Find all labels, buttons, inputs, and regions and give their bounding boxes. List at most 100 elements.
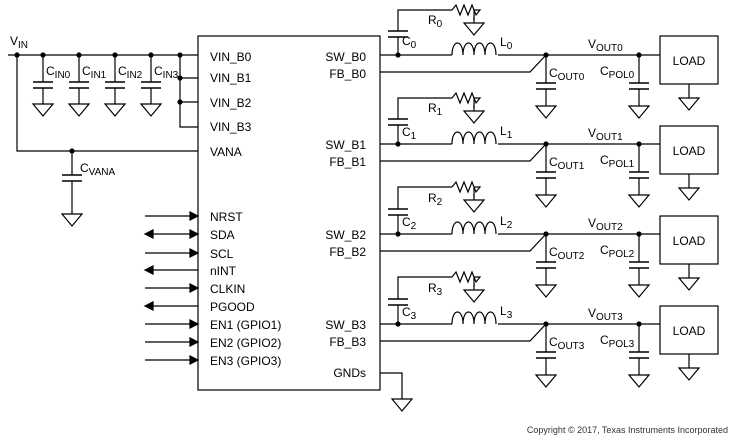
pin-sda: SDA — [210, 228, 235, 242]
vout0-label-sub: OUT0 — [596, 43, 623, 54]
vin-label-main: V — [10, 34, 18, 48]
cin0-label-sub: IN0 — [55, 70, 71, 81]
pin-en3: EN3 (GPIO3) — [210, 354, 281, 368]
c2-label: C2 — [402, 215, 417, 232]
copyright-notice: Copyright © 2017, Texas Instruments Inco… — [527, 425, 728, 435]
r2-label-main: R — [428, 191, 437, 205]
pin-fb-b1: FB_B1 — [329, 155, 366, 169]
pin-scl: SCL — [210, 247, 234, 261]
c3-label: C3 — [402, 305, 417, 322]
cpol1-label: CPOL1 — [600, 153, 635, 170]
load-2-label: LOAD — [673, 234, 706, 248]
phase-0: R0 C0 L0 VOUT0 COUT0 CPOL0 LOAD — [380, 3, 719, 119]
r3-label-main: R — [428, 281, 437, 295]
vout1-label: VOUT1 — [588, 126, 623, 143]
vout0-label-main: V — [588, 37, 596, 51]
load-1-label: LOAD — [673, 144, 706, 158]
phase-1: R1 C1 L1 VOUT1 COUT1 CPOL1 LOAD — [380, 91, 719, 208]
l3-label: L3 — [500, 304, 513, 321]
cout0-label: COUT0 — [549, 66, 585, 83]
cin2-label-main: C — [118, 64, 127, 78]
vin-b1-node-dot — [177, 75, 183, 81]
pin-fb-b3: FB_B3 — [329, 335, 366, 349]
cout3-label-sub: OUT3 — [558, 341, 585, 352]
pin-fb-b0: FB_B0 — [329, 67, 366, 81]
load-3-label: LOAD — [673, 324, 706, 338]
cvana-capacitor: CVANA — [61, 161, 115, 227]
io-pin-labels: NRST SDA SCL nINT CLKIN PGOOD EN1 (GPIO1… — [210, 210, 281, 368]
r2-label-sub: 2 — [437, 197, 443, 208]
r1-label-main: R — [428, 101, 437, 115]
cin0-label: CIN0 — [46, 64, 71, 81]
left-pin-labels: VIN_B0 VIN_B1 VIN_B2 VIN_B3 VANA — [210, 50, 252, 159]
cout2-label: COUT2 — [549, 245, 585, 262]
vana-node-dot — [69, 148, 75, 154]
vin-label: VIN — [10, 34, 28, 51]
pin-nrst: NRST — [210, 210, 243, 224]
pin-sw-b3: SW_B3 — [325, 318, 366, 332]
phase-3: R3 C3 L3 VOUT3 COUT3 CPOL3 LOAD — [380, 270, 719, 388]
cout0-label-sub: OUT0 — [558, 72, 585, 83]
vin-b0-node-dot — [177, 52, 183, 58]
vout0-label: VOUT0 — [588, 37, 623, 54]
c3-label-main: C — [402, 305, 411, 319]
cpol1-label-main: C — [600, 153, 609, 167]
load-0 — [659, 35, 719, 85]
cin0-label-main: C — [46, 64, 55, 78]
load-0-label: LOAD — [673, 54, 706, 68]
l2-label-sub: 2 — [507, 220, 513, 231]
c0-label: C0 — [402, 34, 417, 51]
pin-vin-b1: VIN_B1 — [210, 71, 252, 85]
pin-sw-b0: SW_B0 — [325, 50, 366, 64]
cvana-label: CVANA — [80, 161, 115, 178]
cpol3-label-sub: POL3 — [609, 339, 635, 350]
l0-label-main: L — [500, 35, 507, 49]
r1-label: R1 — [428, 101, 443, 118]
cpol0-label-sub: POL0 — [609, 70, 635, 81]
cin2-capacitor: CIN2 — [104, 55, 143, 117]
phase-2: R2 C2 L2 VOUT2 COUT2 CPOL2 LOAD — [380, 180, 719, 298]
pin-pgood: PGOOD — [210, 300, 255, 314]
cout1-label-sub: OUT1 — [558, 161, 585, 172]
pin-gnds: GNDs — [333, 366, 366, 380]
cvana-label-main: C — [80, 161, 89, 175]
right-pin-labels: SW_B0 FB_B0 SW_B1 FB_B1 SW_B2 FB_B2 SW_B… — [325, 50, 366, 380]
pin-sw-b1: SW_B1 — [325, 138, 366, 152]
vout3-label-sub: OUT3 — [596, 312, 623, 323]
r3-label-sub: 3 — [437, 287, 443, 298]
cin3-label-sub: IN3 — [163, 70, 179, 81]
pin-vana: VANA — [210, 145, 242, 159]
pin-vin-b0: VIN_B0 — [210, 50, 252, 64]
vout2-label-sub: OUT2 — [596, 222, 623, 233]
cout1-label-main: C — [549, 155, 558, 169]
vout3-label: VOUT3 — [588, 306, 623, 323]
pin-fb-b2: FB_B2 — [329, 245, 366, 259]
pin-nint: nINT — [210, 264, 237, 278]
pin-en2: EN2 (GPIO2) — [210, 336, 281, 350]
l1-label-sub: 1 — [507, 130, 513, 141]
cin2-label: CIN2 — [118, 64, 143, 81]
l3-label-main: L — [500, 304, 507, 318]
cout3-label: COUT3 — [549, 335, 585, 352]
l1-label-main: L — [500, 124, 507, 138]
c1-label-sub: 1 — [411, 131, 417, 142]
cin1-label-main: C — [82, 64, 91, 78]
l1-label: L1 — [500, 124, 513, 141]
cout3-label-main: C — [549, 335, 558, 349]
cpol1-label-sub: POL1 — [609, 159, 635, 170]
cpol3-label-main: C — [600, 333, 609, 347]
pin-vin-b2: VIN_B2 — [210, 96, 252, 110]
r0-label: R0 — [428, 13, 443, 30]
cpol0-label: CPOL0 — [600, 64, 635, 81]
l0-label: L0 — [500, 35, 513, 52]
vin-label-sub: IN — [18, 40, 28, 51]
r0-label-main: R — [428, 13, 437, 27]
c3-label-sub: 3 — [411, 311, 417, 322]
vout3-label-main: V — [588, 306, 596, 320]
vout2-label-main: V — [588, 216, 596, 230]
vout1-label-main: V — [588, 126, 596, 140]
cin2-label-sub: IN2 — [127, 70, 143, 81]
c2-label-main: C — [402, 215, 411, 229]
cpol0-label-main: C — [600, 64, 609, 78]
